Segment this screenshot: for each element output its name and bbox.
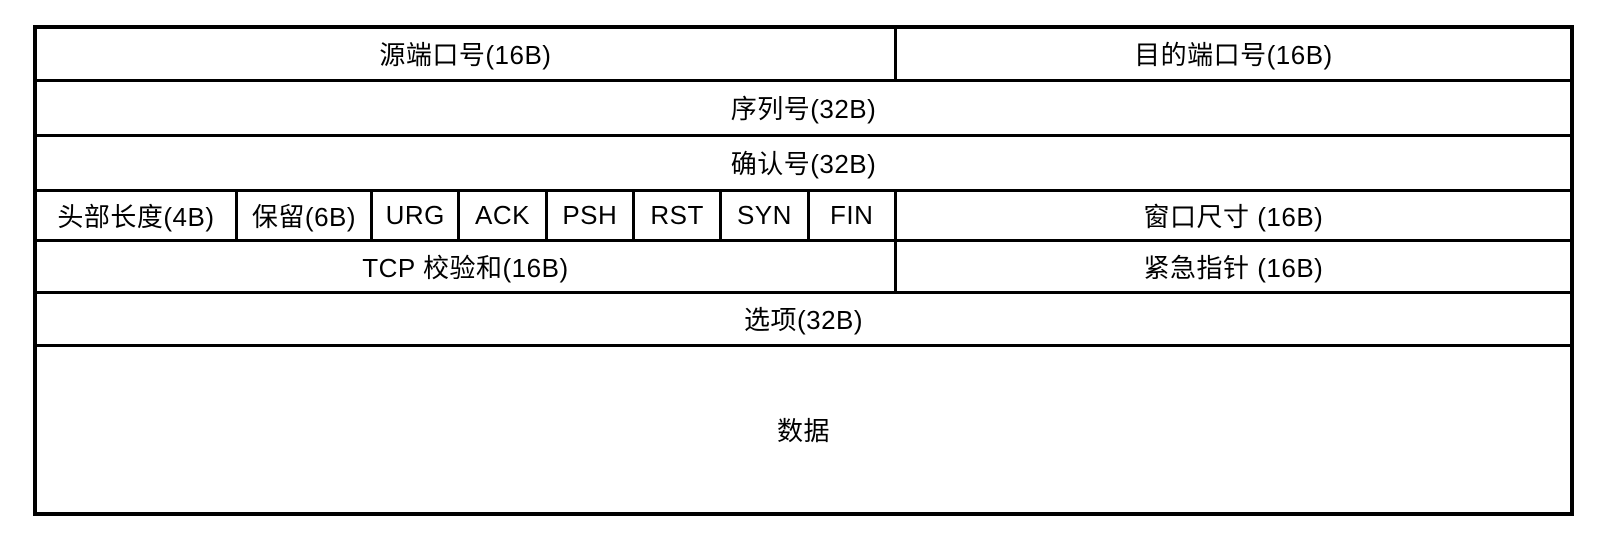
row-ports: 源端口号(16B) 目的端口号(16B): [33, 25, 1574, 82]
field-dest-port: 目的端口号(16B): [893, 25, 1574, 82]
field-data: 数据: [33, 343, 1574, 516]
field-ack-number: 确认号(32B): [33, 133, 1574, 192]
row-ack-number: 确认号(32B): [33, 133, 1574, 192]
field-sequence-number: 序列号(32B): [33, 78, 1574, 137]
flag-rst: RST: [631, 188, 723, 242]
flag-syn: SYN: [719, 188, 810, 242]
field-source-port: 源端口号(16B): [33, 25, 897, 82]
row-sequence-number: 序列号(32B): [33, 78, 1574, 137]
field-options: 选项(32B): [33, 290, 1574, 347]
row-checksum: TCP 校验和(16B) 紧急指针 (16B): [33, 238, 1574, 294]
field-reserved: 保留(6B): [234, 188, 374, 242]
field-urgent-pointer: 紧急指针 (16B): [893, 238, 1574, 294]
row-flags: 头部长度(4B) 保留(6B) URG ACK PSH RST SYN FIN …: [33, 188, 1574, 242]
row-data: 数据: [33, 343, 1574, 516]
row-options: 选项(32B): [33, 290, 1574, 347]
field-header-length: 头部长度(4B): [33, 188, 238, 242]
field-checksum: TCP 校验和(16B): [33, 238, 897, 294]
flag-fin: FIN: [806, 188, 897, 242]
field-window-size: 窗口尺寸 (16B): [893, 188, 1574, 242]
flag-ack: ACK: [457, 188, 548, 242]
tcp-header-diagram: 源端口号(16B) 目的端口号(16B) 序列号(32B) 确认号(32B) 头…: [33, 25, 1574, 516]
flag-urg: URG: [370, 188, 461, 242]
flag-psh: PSH: [544, 188, 635, 242]
